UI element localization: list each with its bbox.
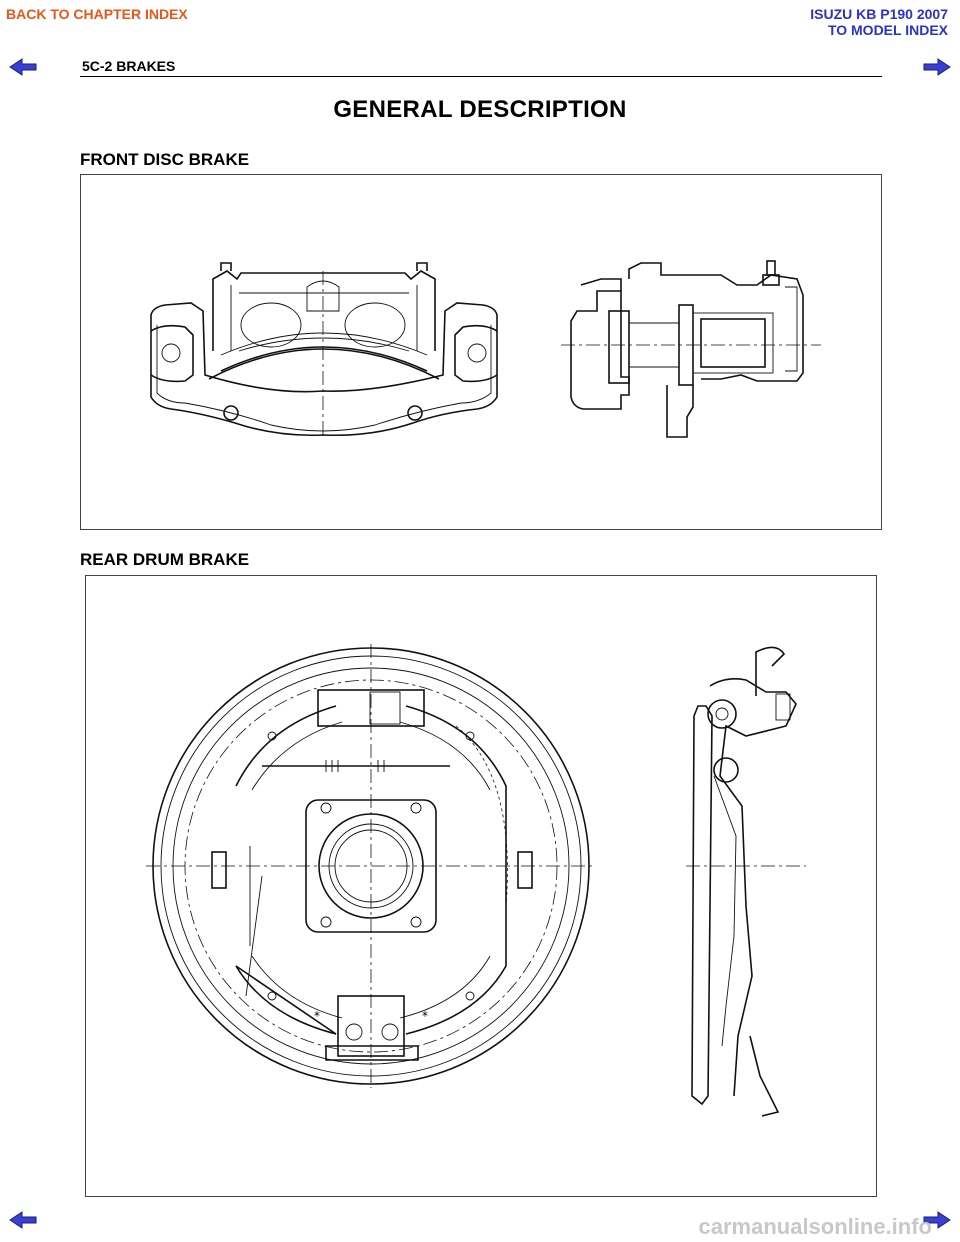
to-model-index-link[interactable]: TO MODEL INDEX	[827, 22, 948, 38]
previous-page-arrow-icon[interactable]	[8, 1210, 38, 1230]
next-page-arrow-icon[interactable]	[922, 1210, 952, 1230]
header-divider	[80, 76, 882, 77]
caliper-side-view	[561, 260, 821, 438]
front-disc-brake-figure	[80, 174, 882, 530]
drum-brake-front-view: * *	[146, 644, 596, 1088]
footer-watermark: carmanualsonline.info	[698, 1214, 933, 1239]
rear-drum-brake-illustration: * *	[146, 644, 806, 1117]
rear-drum-brake-heading: REAR DRUM BRAKE	[80, 550, 250, 569]
caliper-front-view	[150, 262, 498, 437]
svg-text:*: *	[314, 1009, 320, 1023]
svg-text:*: *	[422, 1009, 428, 1023]
section-header-label: 5C-2 BRAKES	[82, 58, 176, 74]
rear-drum-brake-figure: * *	[85, 575, 877, 1197]
model-title-link[interactable]: ISUZU KB P190 2007	[810, 6, 948, 22]
front-disc-brake-illustration	[150, 260, 821, 438]
previous-page-arrow-icon[interactable]	[8, 57, 38, 77]
page-title: GENERAL DESCRIPTION	[333, 96, 627, 123]
next-page-arrow-icon[interactable]	[922, 57, 952, 77]
front-disc-brake-heading: FRONT DISC BRAKE	[80, 150, 250, 169]
back-to-chapter-index-link[interactable]: BACK TO CHAPTER INDEX	[6, 6, 188, 22]
drum-brake-side-view	[686, 646, 806, 1117]
